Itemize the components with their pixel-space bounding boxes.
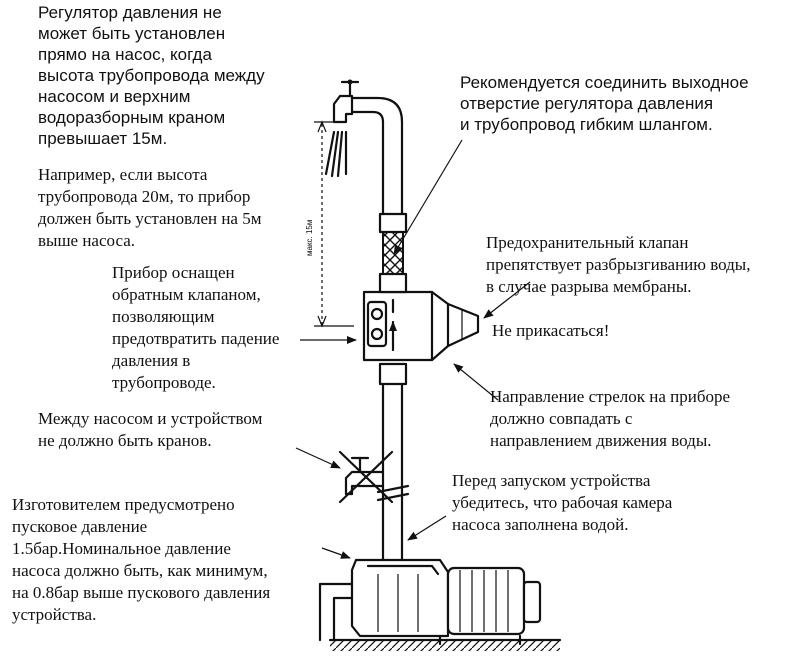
note-line: препятствует разбрызгиванию воды, (486, 255, 751, 274)
crossed-valve-icon (338, 450, 394, 504)
height-dimension-label: макс. 15м (305, 220, 314, 256)
note-line: давления в (112, 351, 191, 370)
height-dimension: макс. 15м (305, 120, 354, 328)
callout-pointers (295, 139, 531, 559)
note-line: 1.5бар.Номинальное давление (12, 539, 231, 558)
note-line: пусковое давление (12, 517, 148, 536)
note-line: отверстие регулятора давления (460, 94, 714, 113)
water-stream (324, 130, 348, 178)
note-line: Регулятор давления не (38, 3, 222, 22)
note-line: направлением движения воды. (490, 431, 712, 450)
note-line: водоразборным краном (38, 108, 226, 127)
note-regulator-height: Регулятор давления не может быть установ… (38, 2, 265, 149)
flexible-hose (378, 212, 408, 294)
note-line: не должно быть кранов. (38, 431, 212, 450)
note-line: высота трубопровода между (38, 66, 265, 85)
note-line: может быть установлен (38, 24, 226, 43)
note-arrow-direction: Направление стрелок на приборе должно со… (490, 386, 730, 452)
note-line: обратным клапаном, (112, 285, 261, 304)
note-line: Рекомендуется соединить выходное (460, 73, 749, 92)
note-line: Предохранительный клапан (486, 233, 689, 252)
note-flexible-hose: Рекомендуется соединить выходное отверст… (460, 72, 749, 135)
upper-pipe (350, 96, 404, 216)
note-line: убедитесь, что рабочая камера (452, 493, 673, 512)
note-line: превышает 15м. (38, 129, 168, 148)
note-do-not-touch: Не прикасаться! (492, 321, 610, 340)
note-line: предотвратить падение (112, 329, 280, 348)
discharge-pipe (376, 362, 410, 562)
note-line: насоса заполнена водой. (452, 515, 629, 534)
note-line: трубопроводе. (112, 373, 216, 392)
note-line: Перед запуском устройства (452, 471, 651, 490)
note-line: устройства. (12, 605, 97, 624)
note-line: и трубопровод гибким шлангом. (460, 115, 713, 134)
note-before-start: Перед запуском устройства убедитесь, что… (452, 470, 672, 536)
note-line: позволяющим (112, 307, 215, 326)
note-factory-pressure: Изготовителем предусмотрено пусковое дав… (12, 494, 270, 626)
ground (328, 638, 562, 651)
note-line: Между насосом и устройством (38, 409, 263, 428)
note-line: должно совпадать с (490, 409, 633, 428)
note-line: прямо на насос, когда (38, 45, 212, 64)
note-line: в случае разрыва мембраны. (486, 277, 692, 296)
pump (318, 558, 542, 646)
note-example: Например, если высота трубопровода 20м, … (38, 164, 261, 252)
note-line: Направление стрелок на приборе (490, 387, 731, 406)
note-line: насоса должно быть, как минимум, (12, 561, 268, 580)
note-line: на 0.8бар выше пускового давления (12, 583, 271, 602)
pressure-regulator (362, 290, 480, 362)
note-no-valves: Между насосом и устройством не должно бы… (38, 408, 262, 452)
note-check-valve: Прибор оснащен обратным клапаном, позвол… (112, 262, 279, 394)
note-line: должен быть установлен на 5м (38, 209, 262, 228)
note-line: трубопровода 20м, то прибор (38, 187, 251, 206)
note-safety-valve: Предохранительный клапан препятствует ра… (486, 232, 750, 298)
note-line: Например, если высота (38, 165, 208, 184)
faucet-icon (332, 79, 360, 124)
note-line: Изготовителем предусмотрено (12, 495, 235, 514)
note-line: Прибор оснащен (112, 263, 235, 282)
note-line: насосом и верхним (38, 87, 191, 106)
note-line: выше насоса. (38, 231, 135, 250)
